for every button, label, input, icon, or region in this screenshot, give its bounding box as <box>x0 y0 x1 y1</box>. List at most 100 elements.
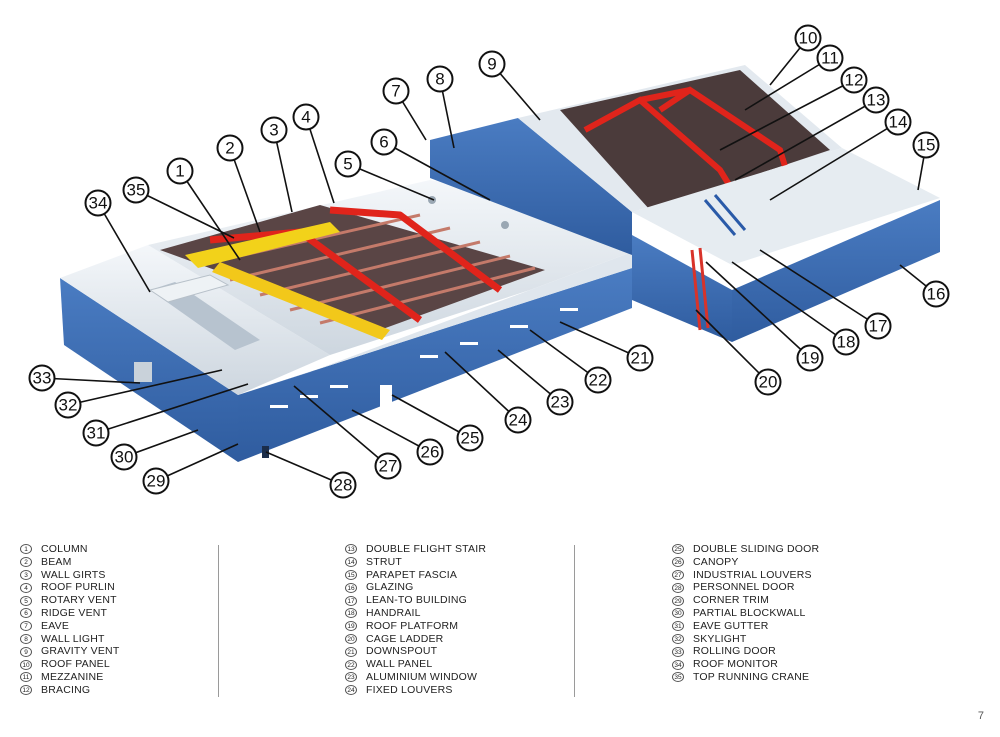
building-illustration <box>60 65 940 462</box>
callout-7: 7 <box>382 77 410 105</box>
svg-text:10: 10 <box>799 29 818 48</box>
legend-number: 7 <box>20 621 32 632</box>
legend-label: WALL GIRTS <box>41 568 106 581</box>
svg-text:20: 20 <box>759 373 778 392</box>
legend-item: 10 ROOF PANEL <box>20 658 119 671</box>
callout-14: 14 <box>884 108 912 136</box>
callout-5: 5 <box>334 150 362 178</box>
legend-number: 33 <box>672 646 684 657</box>
legend-label: FIXED LOUVERS <box>366 683 453 696</box>
legend-label: EAVE GUTTER <box>693 619 769 632</box>
legend-number: 34 <box>672 659 684 670</box>
legend-label: TOP RUNNING CRANE <box>693 670 810 683</box>
legend-item: 27 INDUSTRIAL LOUVERS <box>672 569 819 582</box>
legend-item: 2 BEAM <box>20 556 119 569</box>
legend-label: ALUMINIUM WINDOW <box>366 670 478 683</box>
legend-divider <box>574 545 575 697</box>
callout-30: 30 <box>110 443 138 471</box>
legend-number: 15 <box>345 570 357 580</box>
legend-number: 30 <box>672 608 684 619</box>
legend-item: 25 DOUBLE SLIDING DOOR <box>672 543 819 556</box>
legend-label: PERSONNEL DOOR <box>693 581 795 594</box>
legend-label: ROOF PLATFORM <box>366 619 459 632</box>
rolling-door <box>134 362 152 382</box>
legend-number: 32 <box>672 633 684 644</box>
callout-9: 9 <box>478 50 506 78</box>
legend-label: GRAVITY VENT <box>41 645 120 658</box>
callout-32: 32 <box>54 391 82 419</box>
callout-28: 28 <box>329 471 357 499</box>
svg-text:9: 9 <box>487 55 496 74</box>
legend-item: 31 EAVE GUTTER <box>672 620 819 633</box>
legend-number: 8 <box>20 633 32 644</box>
legend-label: MEZZANINE <box>41 670 104 683</box>
steel-building-diagram: 1 2 3 4 5 6 7 8 9 10 11 12 13 14 15 16 1… <box>28 24 950 499</box>
callout-29: 29 <box>142 467 170 495</box>
callout-3: 3 <box>260 116 288 144</box>
lean-to-roof <box>632 148 940 265</box>
legend-number: 27 <box>672 570 684 580</box>
svg-text:30: 30 <box>115 448 134 467</box>
svg-text:34: 34 <box>89 194 108 213</box>
legend-number: 13 <box>345 544 357 555</box>
svg-text:7: 7 <box>391 82 400 101</box>
callout-21: 21 <box>626 344 654 372</box>
svg-text:22: 22 <box>589 371 608 390</box>
legend-number: 31 <box>672 621 684 632</box>
svg-text:23: 23 <box>551 393 570 412</box>
legend-label: ROLLING DOOR <box>693 645 776 658</box>
callout-1: 1 <box>166 157 194 185</box>
legend-number: 2 <box>20 557 32 568</box>
callout-18: 18 <box>832 328 860 356</box>
legend-label: BEAM <box>41 555 72 568</box>
leader-lines <box>41 37 937 486</box>
legend-number: 20 <box>345 633 357 644</box>
legend-number: 18 <box>345 608 357 619</box>
legend-label: CAGE LADDER <box>366 632 444 645</box>
callout-26: 26 <box>416 438 444 466</box>
legend-number: 4 <box>20 582 32 593</box>
legend-label: ROOF PANEL <box>41 658 110 671</box>
legend-label: DOWNSPOUT <box>366 645 438 658</box>
svg-text:29: 29 <box>147 472 166 491</box>
callout-33: 33 <box>28 364 56 392</box>
legend-label: EAVE <box>41 619 70 632</box>
legend-number: 29 <box>672 595 684 606</box>
legend-label: DOUBLE SLIDING DOOR <box>693 543 820 555</box>
svg-text:16: 16 <box>927 285 946 304</box>
legend-number: 19 <box>345 621 357 632</box>
legend-label: INDUSTRIAL LOUVERS <box>693 568 812 581</box>
svg-text:19: 19 <box>801 349 820 368</box>
legend-number: 24 <box>345 685 357 696</box>
svg-text:15: 15 <box>917 136 936 155</box>
legend-number: 25 <box>672 544 684 555</box>
legend-label: SKYLIGHT <box>693 632 747 645</box>
stair <box>703 194 747 236</box>
legend-label: STRUT <box>366 555 402 568</box>
legend-label: ROOF PURLIN <box>41 581 115 594</box>
legend-item: 19 ROOF PLATFORM <box>345 620 486 633</box>
callout-11: 11 <box>816 44 844 72</box>
svg-text:28: 28 <box>334 476 353 495</box>
callout-12: 12 <box>840 66 868 94</box>
callouts: 1 2 3 4 5 6 7 8 9 10 11 12 13 14 15 16 1… <box>28 24 950 499</box>
legend-number: 10 <box>20 659 32 670</box>
svg-text:18: 18 <box>837 333 856 352</box>
callout-24: 24 <box>504 406 532 434</box>
sliding-door <box>380 385 392 413</box>
